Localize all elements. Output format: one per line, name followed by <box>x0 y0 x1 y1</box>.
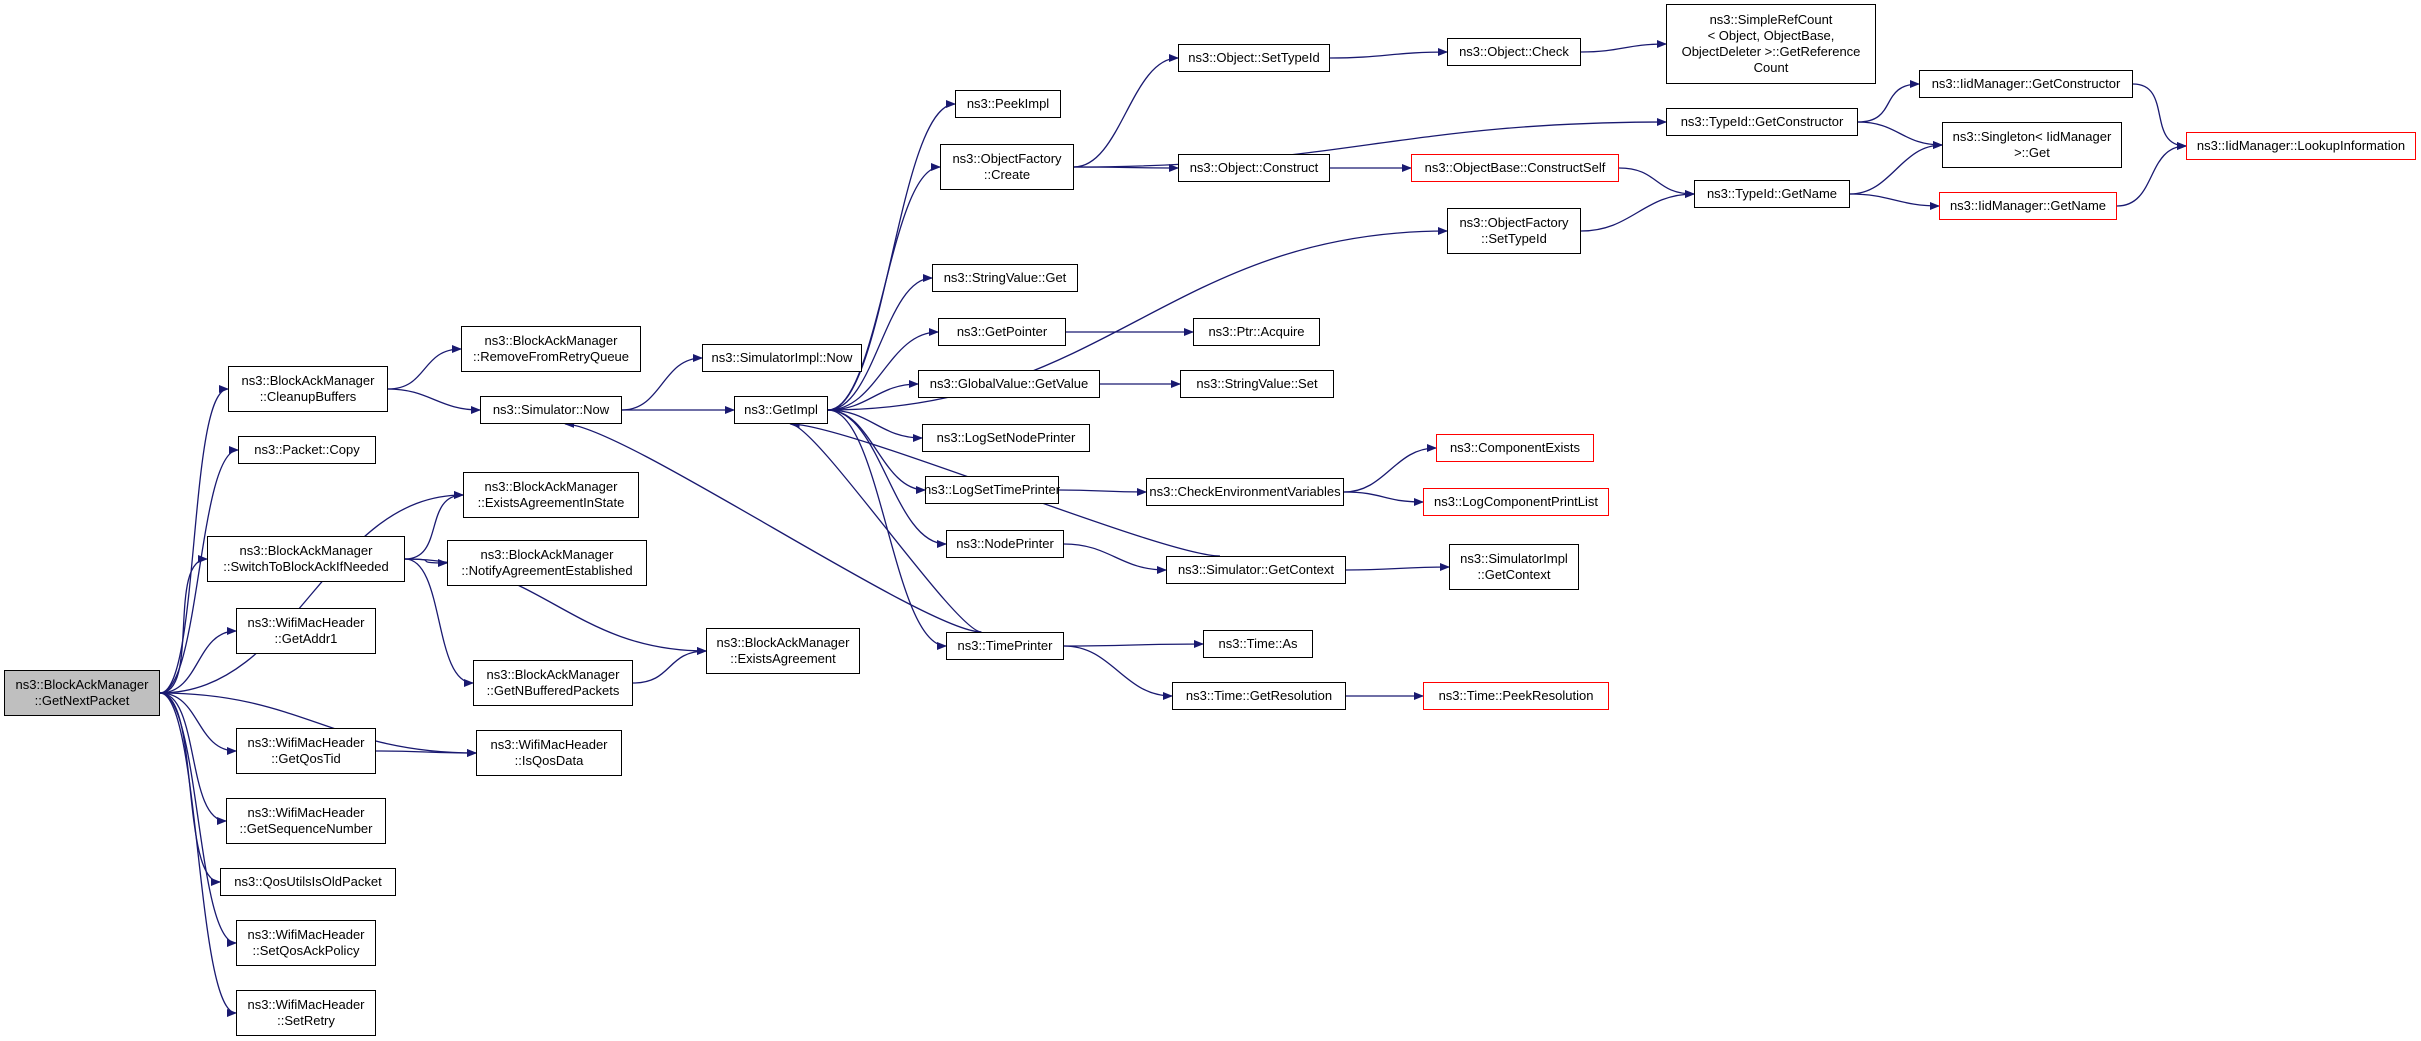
node-iidgetctor[interactable]: ns3::IidManager::GetConstructor <box>1919 70 2133 98</box>
edge-getimpl-to-logsettime <box>827 409 926 494</box>
node-getimpl[interactable]: ns3::GetImpl <box>734 396 828 424</box>
edge-root-to-setqosack <box>159 692 237 947</box>
edge-timeprinter-to-timeas <box>1063 640 1204 649</box>
edge-simgetctx-to-simimplgetctx <box>1345 563 1450 572</box>
edge-simnow-to-simimplnow <box>621 354 703 411</box>
node-objsettypeid[interactable]: ns3::Object::SetTypeId <box>1178 44 1330 72</box>
node-gvgetvalue[interactable]: ns3::GlobalValue::GetValue <box>918 370 1100 398</box>
edge-ofcreate-to-objsettypeid <box>1073 54 1179 168</box>
node-simnow[interactable]: ns3::Simulator::Now <box>480 396 622 424</box>
edge-getimpl-to-timeprinter <box>827 409 947 650</box>
edge-getnbuf-to-exists <box>632 647 707 684</box>
node-nodeprinter[interactable]: ns3::NodePrinter <box>946 530 1064 558</box>
edge-root-to-isqosdata <box>159 692 477 757</box>
edge-iidgetctor-to-iidlookup <box>2132 83 2187 150</box>
edge-iidgetname-to-iidlookup <box>2116 142 2187 207</box>
node-getqostid[interactable]: ns3::WifiMacHeader ::GetQosTid <box>236 728 376 774</box>
node-isold[interactable]: ns3::QosUtilsIsOldPacket <box>220 868 396 896</box>
edge-tidgetctor-to-iidgetctor <box>1857 80 1920 123</box>
node-timegetres[interactable]: ns3::Time::GetResolution <box>1172 682 1346 710</box>
edge-getimpl-to-getpointer <box>827 328 939 411</box>
node-ofcreate[interactable]: ns3::ObjectFactory ::Create <box>940 144 1074 190</box>
edge-root-to-setretry <box>159 692 237 1017</box>
node-checkenv[interactable]: ns3::CheckEnvironmentVariables <box>1146 478 1344 506</box>
node-simimplgetctx[interactable]: ns3::SimulatorImpl ::GetContext <box>1449 544 1579 590</box>
edge-checkenv-to-compexists <box>1343 444 1437 493</box>
edge-getimpl-to-nodeprinter <box>827 409 947 548</box>
edge-timeprinter-to-timegetres <box>1063 645 1173 700</box>
node-getnbuf[interactable]: ns3::BlockAckManager ::GetNBufferedPacke… <box>473 660 633 706</box>
edge-logsettime-to-checkenv <box>1058 487 1147 496</box>
edge-tidgetname-to-singleton <box>1849 141 1943 195</box>
edge-cleanup-to-simnow <box>387 388 481 414</box>
node-getaddr1[interactable]: ns3::WifiMacHeader ::GetAddr1 <box>236 608 376 654</box>
node-iidgetname[interactable]: ns3::IidManager::GetName <box>1939 192 2117 220</box>
edge-timeprinter-to-getimpl <box>789 420 982 633</box>
node-simgetctx[interactable]: ns3::Simulator::GetContext <box>1166 556 1346 584</box>
node-isqosdata[interactable]: ns3::WifiMacHeader ::IsQosData <box>476 730 622 776</box>
node-copy[interactable]: ns3::Packet::Copy <box>238 436 376 464</box>
edge-root-to-getaddr1 <box>159 627 237 694</box>
edge-obconstructself-to-tidgetname <box>1618 167 1695 198</box>
edge-root-to-switch <box>159 555 208 694</box>
edge-getimpl-to-ofcreate <box>827 163 941 411</box>
edge-ofsettypeid-to-tidgetname <box>1580 190 1695 232</box>
edge-objcheck-to-simplerefcount <box>1580 40 1667 53</box>
edge-getimpl-to-logsetnode <box>827 409 923 442</box>
edge-tidgetname-to-iidgetname <box>1849 193 1940 210</box>
edge-root-to-copy <box>159 446 239 694</box>
node-setretry[interactable]: ns3::WifiMacHeader ::SetRetry <box>236 990 376 1036</box>
node-setqosack[interactable]: ns3::WifiMacHeader ::SetQosAckPolicy <box>236 920 376 966</box>
node-exists[interactable]: ns3::BlockAckManager ::ExistsAgreement <box>706 628 860 674</box>
node-cleanup[interactable]: ns3::BlockAckManager ::CleanupBuffers <box>228 366 388 412</box>
node-objconstruct[interactable]: ns3::Object::Construct <box>1178 154 1330 182</box>
edge-getimpl-to-strget <box>827 274 933 411</box>
node-obconstructself[interactable]: ns3::ObjectBase::ConstructSelf <box>1411 154 1619 182</box>
node-tidgetname[interactable]: ns3::TypeId::GetName <box>1694 180 1850 208</box>
node-simplerefcount[interactable]: ns3::SimpleRefCount < Object, ObjectBase… <box>1666 4 1876 84</box>
node-logsettime[interactable]: ns3::LogSetTimePrinter <box>924 476 1060 504</box>
node-strget[interactable]: ns3::StringValue::Get <box>932 264 1078 292</box>
edge-root-to-getseq <box>159 692 227 825</box>
node-timeas[interactable]: ns3::Time::As <box>1203 630 1313 658</box>
node-compexists[interactable]: ns3::ComponentExists <box>1436 434 1594 462</box>
node-ptracquire[interactable]: ns3::Ptr::Acquire <box>1193 318 1320 346</box>
node-removeretry[interactable]: ns3::BlockAckManager ::RemoveFromRetryQu… <box>461 326 641 372</box>
node-iidlookup[interactable]: ns3::IidManager::LookupInformation <box>2186 132 2416 160</box>
edge-ofcreate-to-objconstruct <box>1073 163 1179 172</box>
node-simimplnow[interactable]: ns3::SimulatorImpl::Now <box>702 344 862 372</box>
node-ofsettypeid[interactable]: ns3::ObjectFactory ::SetTypeId <box>1447 208 1581 254</box>
node-getseq[interactable]: ns3::WifiMacHeader ::GetSequenceNumber <box>226 798 386 844</box>
edge-root-to-existsstate <box>159 491 464 694</box>
node-objcheck[interactable]: ns3::Object::Check <box>1447 38 1581 66</box>
edge-root-to-cleanup <box>159 385 229 694</box>
edge-tidgetctor-to-singleton <box>1857 121 1943 149</box>
edge-checkenv-to-logcompprint <box>1343 491 1424 506</box>
edge-timeprinter-to-simnow <box>564 420 982 633</box>
node-strset[interactable]: ns3::StringValue::Set <box>1180 370 1334 398</box>
edge-cleanup-to-removeretry <box>387 345 462 390</box>
edge-getqostid-to-isqosdata <box>375 748 477 757</box>
node-switch[interactable]: ns3::BlockAckManager ::SwitchToBlockAckI… <box>207 536 405 582</box>
node-timepeekres[interactable]: ns3::Time::PeekResolution <box>1423 682 1609 710</box>
edge-switch-to-existsstate <box>404 491 464 560</box>
edge-root-to-getqostid <box>159 692 237 755</box>
edge-objsettypeid-to-objcheck <box>1329 48 1448 59</box>
node-root[interactable]: ns3::BlockAckManager ::GetNextPacket <box>4 670 160 716</box>
edge-getimpl-to-ofsettypeid <box>827 227 1448 411</box>
node-timeprinter[interactable]: ns3::TimePrinter <box>946 632 1064 660</box>
node-notify[interactable]: ns3::BlockAckManager ::NotifyAgreementEs… <box>447 540 647 586</box>
node-logsetnode[interactable]: ns3::LogSetNodePrinter <box>922 424 1090 452</box>
node-peekimpl[interactable]: ns3::PeekImpl <box>955 90 1061 118</box>
node-logcompprint[interactable]: ns3::LogComponentPrintList <box>1423 488 1609 516</box>
edge-switch-to-getnbuf <box>404 558 474 687</box>
node-existsstate[interactable]: ns3::BlockAckManager ::ExistsAgreementIn… <box>463 472 639 518</box>
edge-nodeprinter-to-simgetctx <box>1063 543 1167 574</box>
edge-getimpl-to-gvgetvalue <box>827 380 919 411</box>
node-tidgetctor[interactable]: ns3::TypeId::GetConstructor <box>1666 108 1858 136</box>
node-getpointer[interactable]: ns3::GetPointer <box>938 318 1066 346</box>
node-singleton[interactable]: ns3::Singleton< IidManager >::Get <box>1942 122 2122 168</box>
